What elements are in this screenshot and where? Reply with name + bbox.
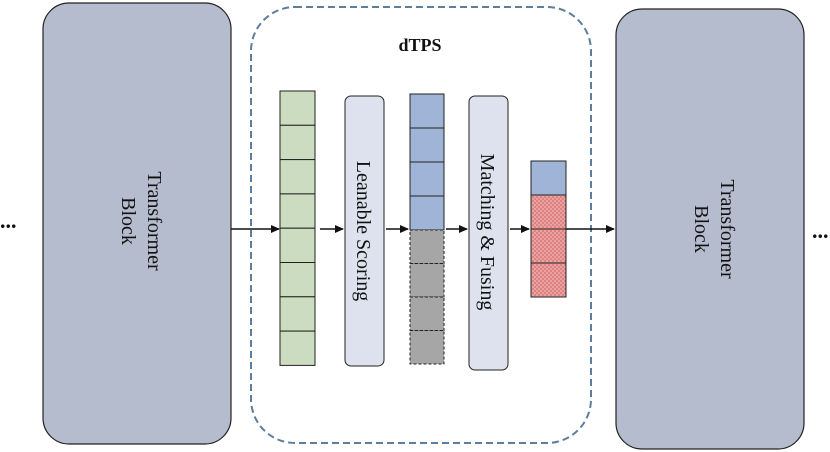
- output-token-fused: [530, 262, 567, 298]
- left-transformer-block: [42, 2, 232, 445]
- token-cell: [279, 227, 316, 263]
- token-cell: [279, 90, 316, 126]
- fusing-label: Matching & Fusing: [476, 154, 498, 311]
- ellipsis-left: ...: [0, 208, 17, 233]
- scoring-module: [344, 95, 385, 367]
- right-transformer-block: [615, 8, 805, 450]
- token-cell: [279, 262, 316, 298]
- right-block-label: Transformer Block: [690, 179, 738, 279]
- dtps-container: [250, 6, 592, 444]
- pruned-token-cell: [409, 296, 445, 331]
- token-cell: [279, 124, 316, 161]
- token-cell: [279, 330, 316, 366]
- pruned-token-cell: [409, 263, 445, 298]
- ellipsis-right: ...: [812, 218, 829, 243]
- kept-token-cell: [409, 127, 445, 163]
- kept-token-cell: [409, 93, 445, 129]
- output-token-column: [530, 160, 567, 298]
- dtps-title: dTPS: [398, 35, 441, 55]
- left-block-label-line2: Block: [117, 197, 139, 245]
- right-block-label-line2: Block: [690, 205, 712, 253]
- left-block-label-line1: Transformer: [143, 171, 165, 271]
- kept-token-cell: [409, 195, 445, 231]
- pruned-token-column: [409, 229, 445, 365]
- pruned-token-cell: [409, 330, 445, 365]
- output-token-blue: [530, 160, 567, 196]
- input-token-column: [279, 90, 316, 366]
- pruned-token-cell: [409, 229, 445, 264]
- output-token-fused: [530, 228, 567, 264]
- token-cell: [279, 193, 316, 229]
- token-cell: [279, 159, 316, 195]
- output-token-fused: [530, 194, 567, 230]
- kept-token-column: [409, 93, 445, 231]
- token-cell: [279, 296, 316, 332]
- left-block-label: Transformer Block: [117, 171, 165, 271]
- fusing-module: [468, 95, 509, 371]
- kept-token-cell: [409, 161, 445, 197]
- right-block-label-line1: Transformer: [716, 179, 738, 279]
- scoring-label: Leanable Scoring: [352, 161, 374, 302]
